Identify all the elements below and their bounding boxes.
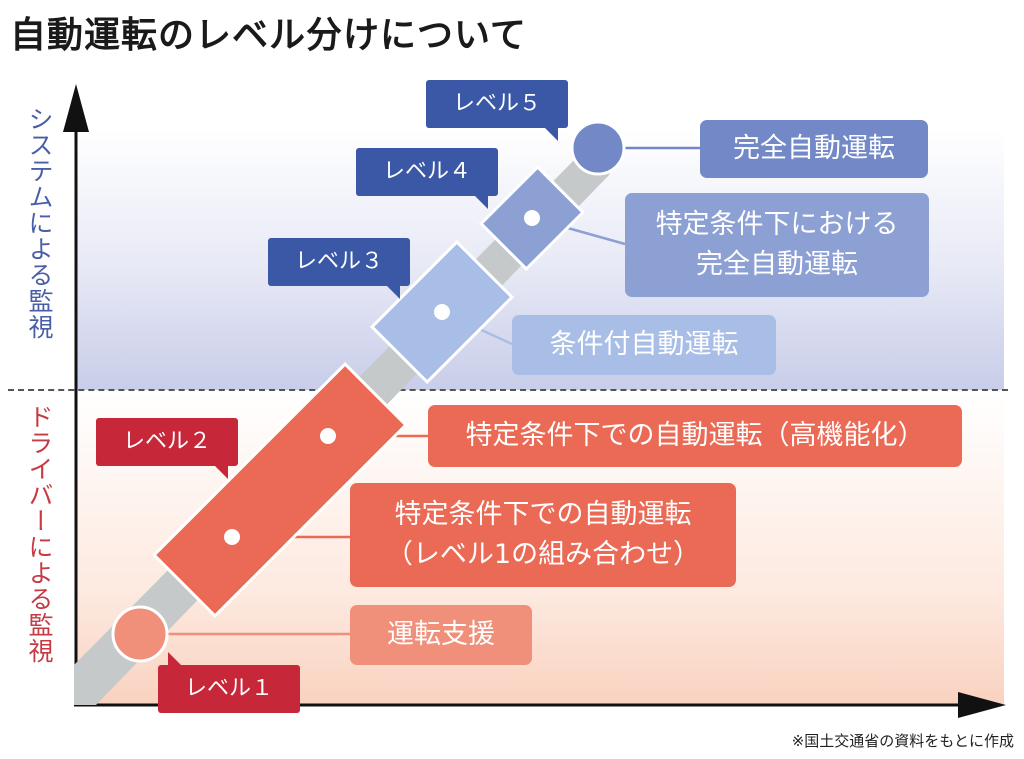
level2-block xyxy=(152,362,408,618)
desc-level4: 特定条件下における 完全自動運転 xyxy=(625,193,929,297)
level2-dot-low xyxy=(224,529,240,545)
desc-level5-text: 完全自動運転 xyxy=(733,133,895,164)
desc-level2-high: 特定条件下での自動運転（高機能化） xyxy=(428,405,962,467)
level5-circle xyxy=(570,120,626,176)
level3-tag: レベル３ xyxy=(268,238,410,299)
desc-level4-line2: 完全自動運転 xyxy=(696,249,858,280)
desc-level4-line1: 特定条件下における xyxy=(655,209,899,240)
x-axis-arrow xyxy=(958,692,1006,718)
desc-level2-line1: 特定条件下での自動運転 xyxy=(394,499,692,530)
level2-dot-high xyxy=(320,428,336,444)
level1-tag-label: レベル１ xyxy=(184,676,273,701)
level1-circle xyxy=(111,605,169,663)
desc-level2-line2: （レベル1の組み合わせ） xyxy=(385,539,701,570)
y-axis-arrow xyxy=(63,84,89,132)
desc-level3-text: 条件付自動運転 xyxy=(549,329,739,360)
zone-divider xyxy=(8,389,1008,391)
level5-tag: レベル５ xyxy=(426,80,568,141)
level2-tag-label: レベル２ xyxy=(122,429,211,454)
page-title: 自動運転のレベル分けについて xyxy=(10,15,527,56)
level1-tag: レベル１ xyxy=(158,652,300,713)
desc-level1: 運転支援 xyxy=(350,605,532,665)
source-note: ※国土交通省の資料をもとに作成 xyxy=(791,732,1014,750)
level2-tag: レベル２ xyxy=(96,418,238,479)
level3-dot xyxy=(434,304,450,320)
driver-monitoring-label: ドライバーによる監視 xyxy=(25,404,54,664)
desc-level5: 完全自動運転 xyxy=(700,120,928,178)
level5-tag-label: レベル５ xyxy=(452,91,541,116)
system-monitoring-label: システムによる監視 xyxy=(25,106,54,340)
level3-tag-label: レベル３ xyxy=(294,249,383,274)
desc-level1-text: 運転支援 xyxy=(387,619,495,650)
desc-level2: 特定条件下での自動運転 （レベル1の組み合わせ） xyxy=(350,483,736,587)
desc-level2-high-text: 特定条件下での自動運転（高機能化） xyxy=(465,420,925,451)
desc-level3: 条件付自動運転 xyxy=(512,315,776,375)
level4-tag-label: レベル４ xyxy=(382,159,471,184)
level4-tag: レベル４ xyxy=(356,148,498,209)
level4-dot xyxy=(524,210,540,226)
